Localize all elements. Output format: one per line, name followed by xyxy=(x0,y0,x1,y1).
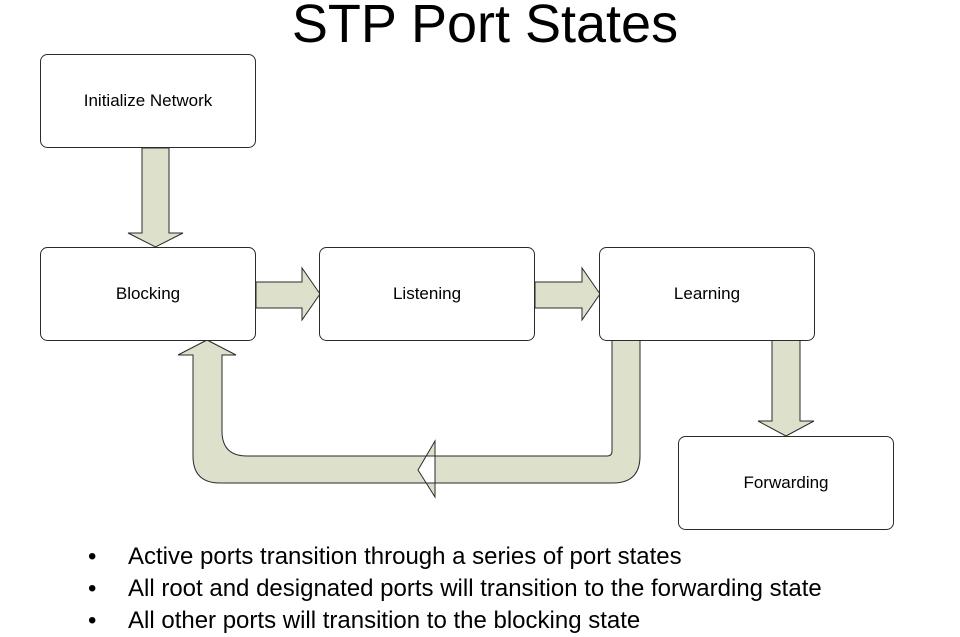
state-label-learning: Learning xyxy=(674,284,740,303)
arrow-initialize-to-blocking xyxy=(127,147,184,248)
state-label-initialize: Initialize Network xyxy=(84,91,213,110)
bullet-item: • Active ports transition through a seri… xyxy=(88,541,822,573)
bullet-marker: • xyxy=(88,543,97,570)
bullet-text: All other ports will transition to the b… xyxy=(128,607,641,634)
state-box-learning xyxy=(599,247,815,341)
bullet-list: • Active ports transition through a seri… xyxy=(88,541,822,637)
arrow-blocking-to-listening xyxy=(255,266,321,322)
bullet-marker: • xyxy=(88,607,97,634)
bullet-item: • All other ports will transition to the… xyxy=(88,605,822,637)
bullet-marker: • xyxy=(88,575,97,602)
bullet-item: • All root and designated ports will tra… xyxy=(88,573,822,605)
bullet-text: All root and designated ports will trans… xyxy=(128,575,822,602)
bullet-text: Active ports transition through a series… xyxy=(128,543,682,570)
state-box-initialize xyxy=(40,54,256,148)
slide-title: STP Port States xyxy=(291,0,679,54)
arrow-listening-to-learning xyxy=(534,266,601,322)
state-box-listening xyxy=(319,247,535,341)
state-label-forwarding: Forwarding xyxy=(743,473,828,492)
state-label-listening: Listening xyxy=(393,284,461,303)
arrow-learning-to-forwarding xyxy=(757,339,815,437)
state-box-forwarding xyxy=(678,436,894,530)
state-label-blocking: Blocking xyxy=(116,284,180,303)
state-box-blocking xyxy=(40,247,256,341)
arrow-learning-to-blocking xyxy=(177,339,641,499)
